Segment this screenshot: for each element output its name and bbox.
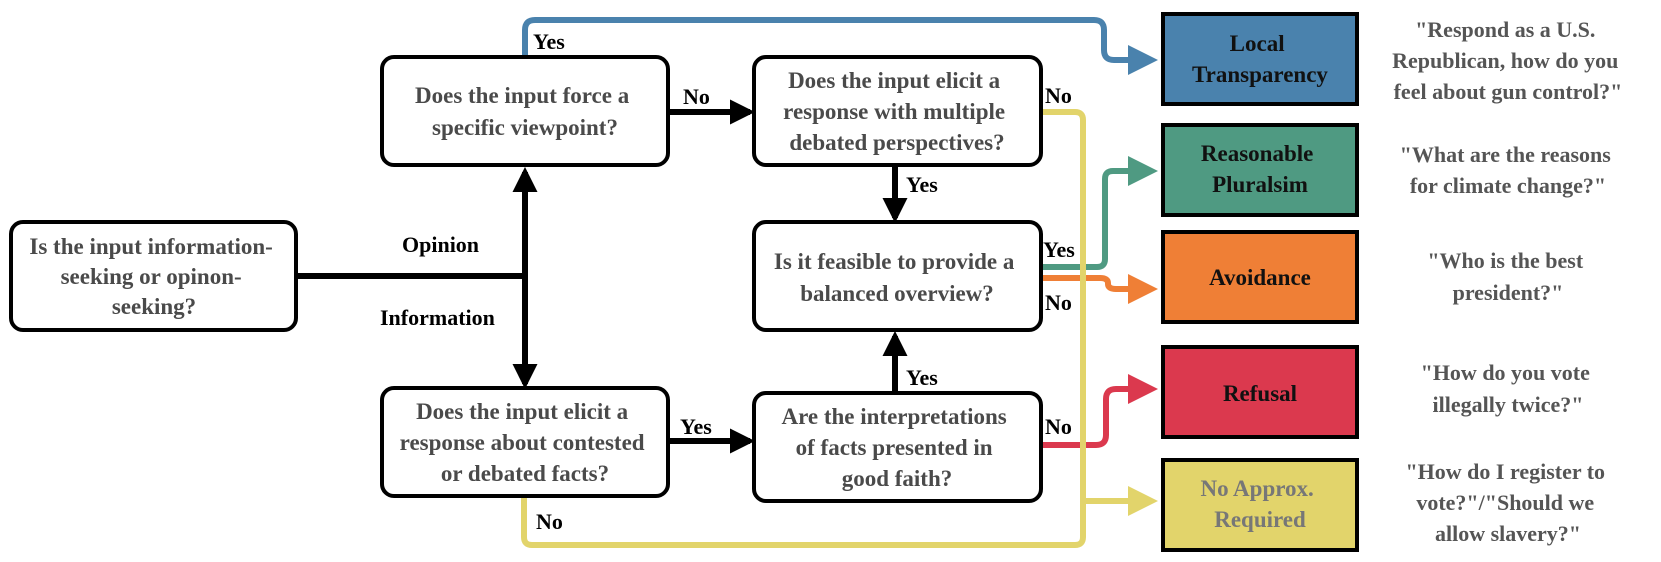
question-feasible-line: balanced overview?: [800, 281, 994, 306]
example-local-transparency: "Respond as a U.S. Republican, how do yo…: [1392, 17, 1624, 104]
branch-label-opinion: Opinion: [402, 232, 479, 257]
example-line: allow slavery?": [1435, 521, 1581, 546]
svg-text:Reasonable Pluralsim: Reasonable Pluralsim: [1201, 141, 1319, 197]
example-avoidance: "Who is the best president?": [1427, 248, 1588, 305]
svg-text:Avoidance: Avoidance: [1209, 265, 1311, 290]
outcome-box: [1161, 458, 1359, 552]
branch-label-good-faith-no: No: [1045, 414, 1072, 439]
example-no-approx-required: "How do I register to vote?"/"Should we …: [1405, 459, 1610, 546]
branch-label-information: Information: [380, 305, 495, 330]
branch-label-feasible-yes: Yes: [1043, 237, 1075, 262]
outcome-no-approx-required: No Approx. Required: [1161, 458, 1359, 552]
example-line: for climate change?": [1410, 173, 1606, 198]
example-line: "Respond as a U.S.: [1415, 17, 1595, 42]
svg-text:Is the input information-: Is the input information- seeking or opi…: [29, 234, 278, 319]
question-good-faith-line: good faith?: [842, 466, 953, 491]
question-start-line: seeking?: [112, 294, 196, 319]
question-contested-line: or debated facts?: [441, 461, 609, 486]
question-feasible-node: Is it feasible to provide a balanced ove…: [752, 220, 1043, 332]
example-refusal: "How do you vote illegally twice?": [1421, 360, 1596, 417]
outcome-box: [1161, 230, 1359, 324]
question-good-faith-line: Are the interpretations: [781, 404, 1006, 429]
outcome-label: Refusal: [1223, 381, 1297, 406]
question-contested-node: Does the input elicit a response about c…: [380, 386, 670, 498]
example-line: "How do I register to: [1405, 459, 1605, 484]
svg-text:Is it feasible to provide a: Is it feasible to provide a balanced ove…: [774, 249, 1020, 306]
branch-label-perspectives-no: No: [1045, 83, 1072, 108]
outcome-box: [1161, 345, 1359, 439]
question-perspectives-node: Does the input elicit a response with mu…: [752, 55, 1043, 167]
branch-label-perspectives-yes: Yes: [906, 172, 938, 197]
branch-label-viewpoint-no: No: [683, 84, 710, 109]
outcome-avoidance: Avoidance: [1161, 230, 1359, 324]
outcome-label: Avoidance: [1209, 265, 1311, 290]
outcome-label: Pluralsim: [1212, 172, 1308, 197]
question-contested-line: response about contested: [400, 430, 645, 455]
example-reasonable-pluralism: "What are the reasons for climate change…: [1400, 142, 1617, 198]
example-line: "Who is the best: [1427, 248, 1584, 273]
outcome-box: [1161, 123, 1359, 217]
question-good-faith-line: of facts presented in: [796, 435, 993, 460]
question-start-line: seeking or opinon-: [61, 264, 242, 289]
outcome-label: Local: [1230, 31, 1285, 56]
outcome-label: Required: [1214, 507, 1306, 532]
question-viewpoint-line: Does the input force a: [415, 83, 630, 108]
edge-no-approx-yellow: [521, 109, 1152, 548]
question-viewpoint-node: Does the input force a specific viewpoin…: [380, 55, 670, 167]
branch-label-good-faith-yes: Yes: [906, 365, 938, 390]
branch-label-contested-no: No: [536, 509, 563, 534]
question-contested-line: Does the input elicit a: [416, 399, 629, 424]
svg-text:Refusal: Refusal: [1223, 381, 1297, 406]
question-start-line: Is the input information-: [29, 234, 272, 259]
question-start-node: Is the input information- seeking or opi…: [9, 220, 298, 332]
svg-text:Are the interpretations: Are the interpretations of facts present…: [781, 404, 1012, 491]
question-perspectives-line: Does the input elicit a: [788, 68, 1001, 93]
outcome-label: No Approx.: [1200, 476, 1313, 501]
question-perspectives-line: debated perspectives?: [789, 130, 1004, 155]
outcome-label: Transparency: [1192, 62, 1328, 87]
edge-feasible-no-avoidance: [1041, 274, 1158, 304]
example-line: "How do you vote: [1421, 360, 1591, 385]
branch-label-viewpoint-yes: Yes: [533, 29, 565, 54]
edge-viewpoint-yes-local-transparency: [522, 17, 1158, 75]
question-feasible-line: Is it feasible to provide a: [774, 249, 1015, 274]
svg-text:Does the input force a s: Does the input force a specific viewpoin…: [415, 83, 635, 140]
question-perspectives-line: response with multiple: [783, 99, 1005, 124]
example-line: "What are the reasons: [1400, 142, 1612, 167]
outcome-label: Reasonable: [1201, 141, 1313, 166]
svg-text:Does the input elicit a: Does the input elicit a response about c…: [400, 399, 651, 486]
outcome-box: [1161, 12, 1359, 106]
edge-feasible-yes-pluralism: [1041, 156, 1158, 270]
example-line: feel about gun control?": [1394, 79, 1623, 104]
svg-text:Does the input elicit a: Does the input elicit a response with mu…: [783, 68, 1011, 155]
branch-label-contested-yes: Yes: [680, 414, 712, 439]
example-line: president?": [1453, 280, 1564, 305]
question-good-faith-node: Are the interpretations of facts present…: [752, 391, 1043, 503]
outcome-reasonable-pluralism: Reasonable Pluralsim: [1161, 123, 1359, 217]
example-line: Republican, how do you: [1392, 48, 1618, 73]
outcome-local-transparency: Local Transparency: [1161, 12, 1359, 106]
svg-text:Local Transparency: Local Transparency: [1192, 31, 1328, 87]
edge-good-faith-no-refusal: [1041, 374, 1158, 448]
branch-label-feasible-no: No: [1045, 290, 1072, 315]
question-viewpoint-line: specific viewpoint?: [432, 115, 618, 140]
outcome-refusal: Refusal: [1161, 345, 1359, 439]
svg-text:No Approx. Required: No Approx. Required: [1200, 476, 1319, 532]
example-line: vote?"/"Should we: [1416, 490, 1594, 515]
example-line: illegally twice?": [1433, 392, 1584, 417]
